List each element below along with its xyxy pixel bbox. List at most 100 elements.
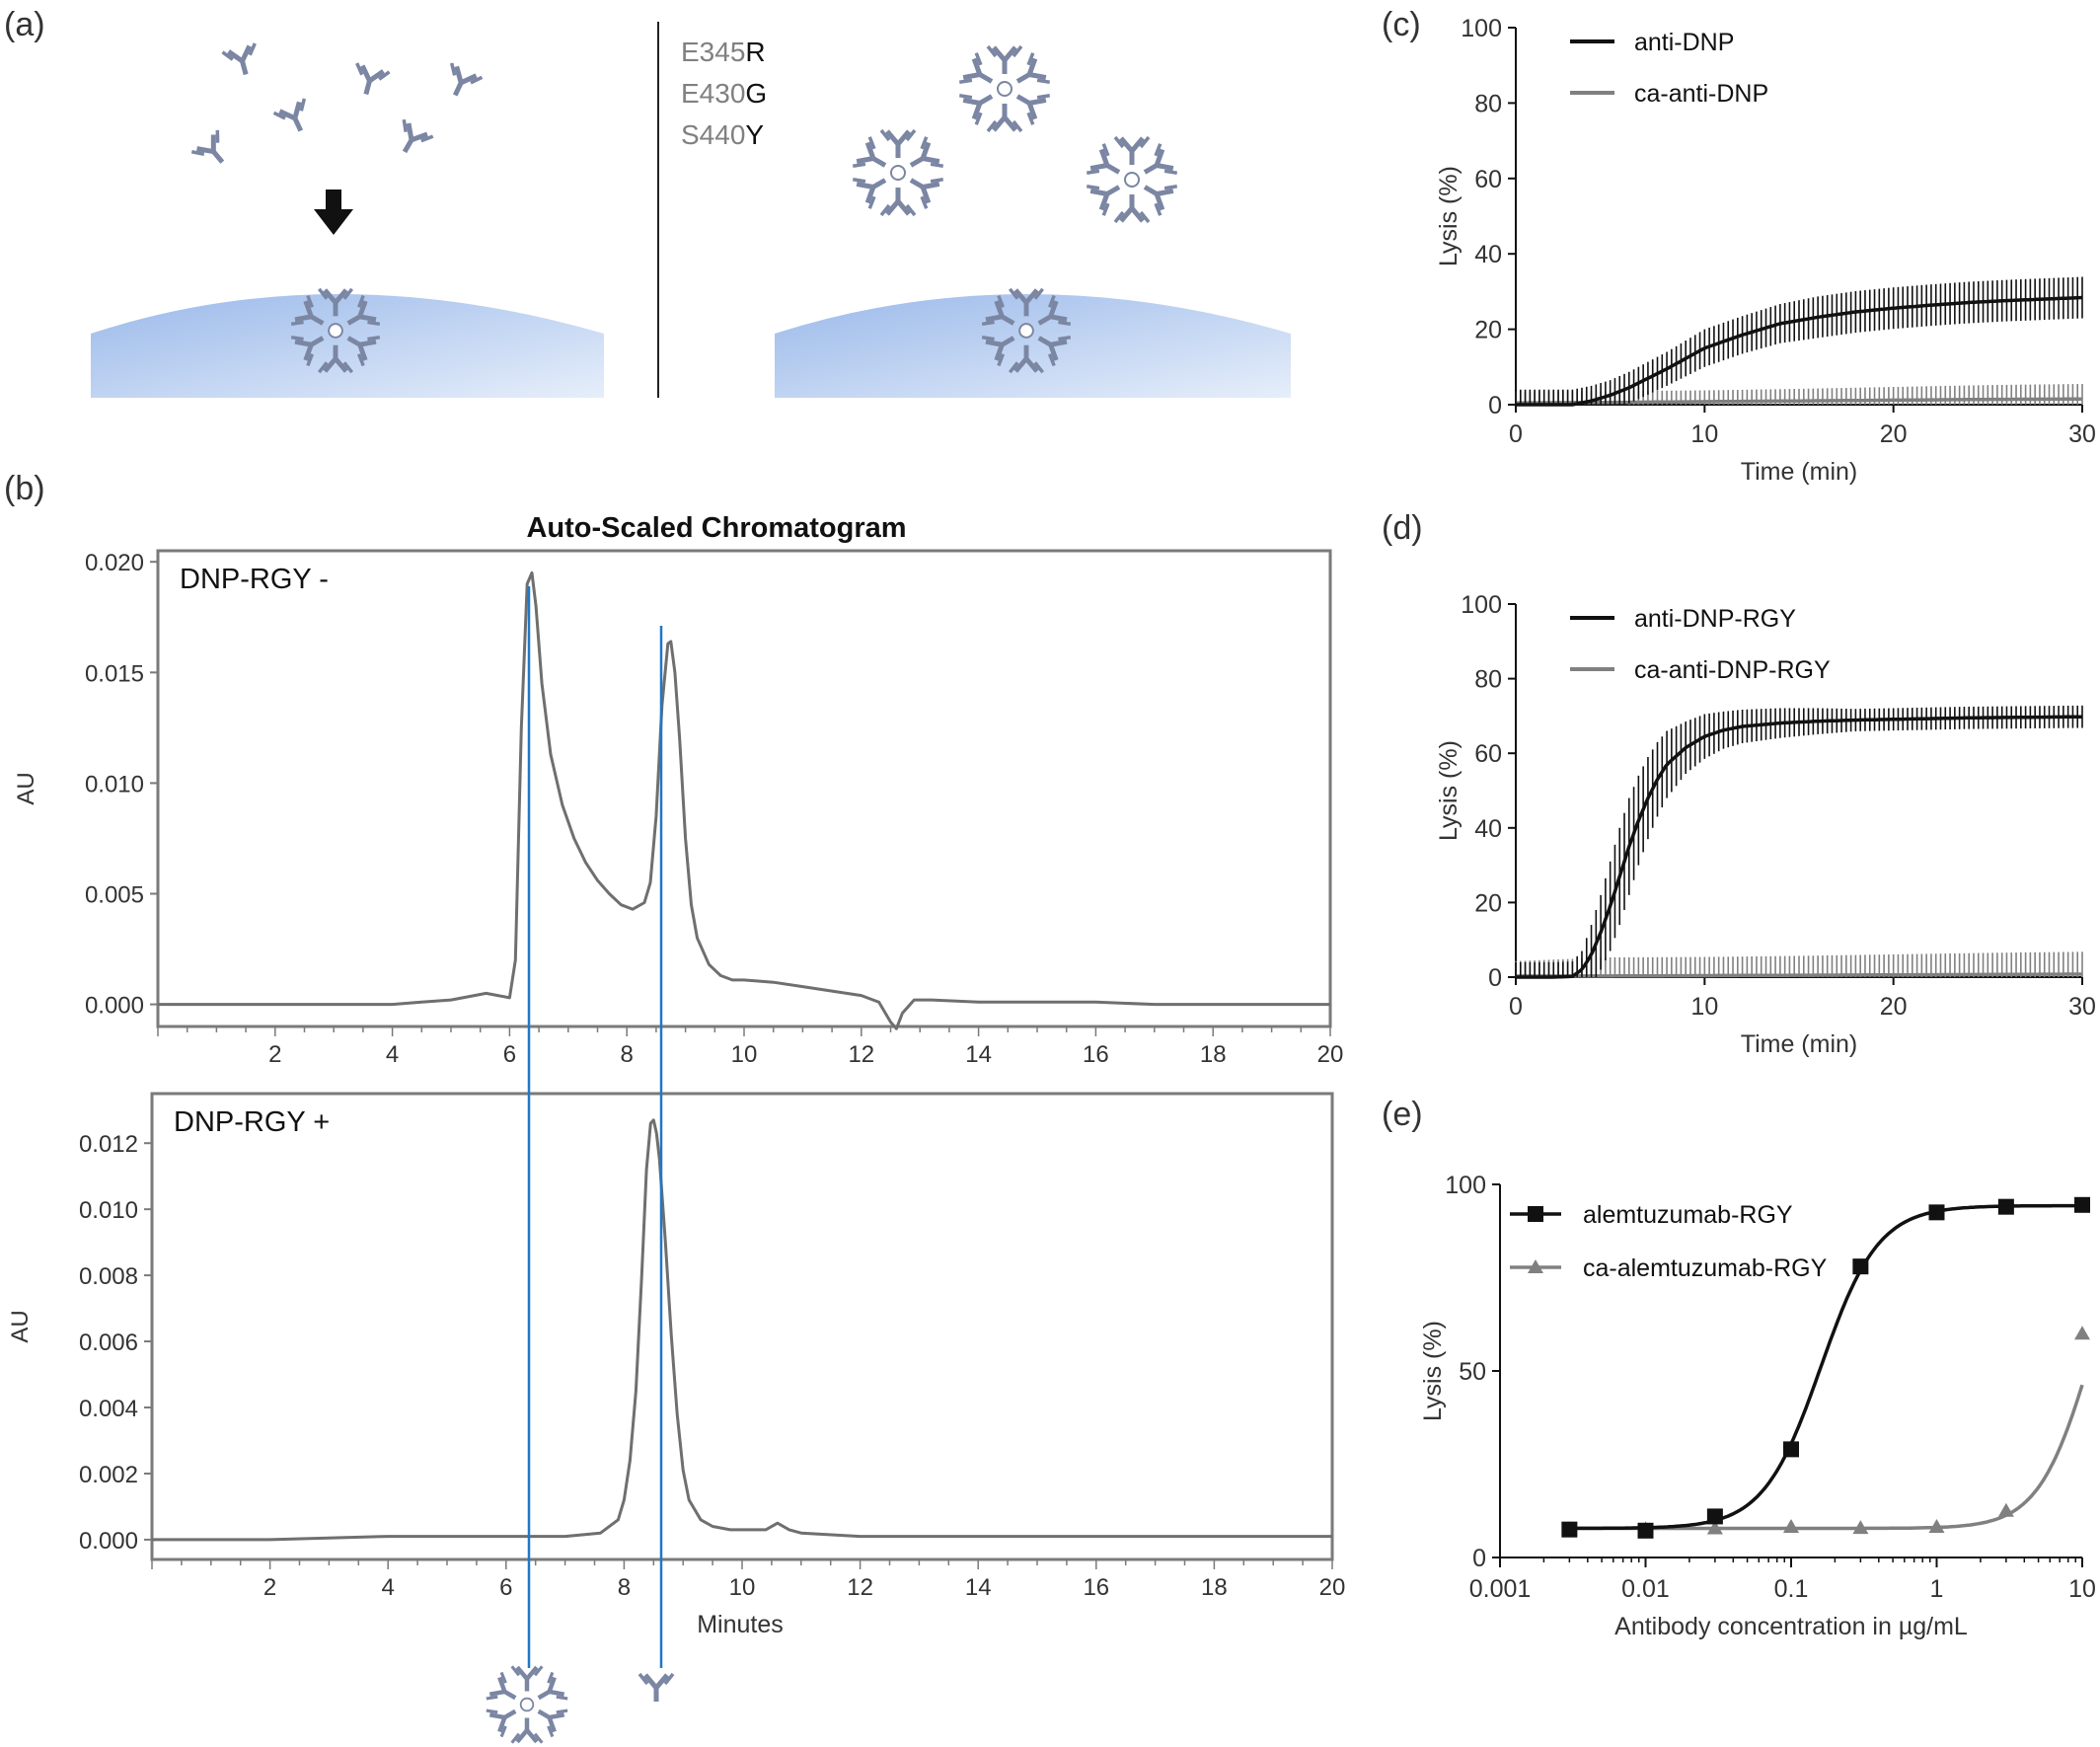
mutation-s440y: S440Y (681, 119, 764, 150)
x-tick-label: 2 (268, 1041, 281, 1068)
antibody-icon (390, 119, 432, 160)
series-line (1516, 972, 2082, 978)
mutation-e430g: E430G (681, 78, 767, 109)
series-anti-DNP-RGY (1515, 705, 2083, 979)
x-axis-label: Time (min) (1741, 1030, 1858, 1058)
legend-label: ca-anti-DNP-RGY (1634, 656, 1831, 684)
fit-curve (1570, 1203, 2082, 1531)
y-tick-label: 100 (1461, 15, 1502, 42)
data-point (1637, 1522, 1654, 1539)
data-point (1852, 1520, 1869, 1535)
panel-c-label: (c) (1382, 6, 1421, 43)
y-axis-label: Lysis (%) (1419, 1321, 1447, 1421)
x-tick-label: 6 (499, 1574, 512, 1601)
series-alemtuzumab-RGY (1561, 1196, 2090, 1539)
data-point (1783, 1519, 1799, 1534)
data-point (1852, 1258, 1869, 1275)
data-point (1928, 1519, 1945, 1534)
x-tick-label: 16 (1083, 1041, 1109, 1068)
x-tick-label: 0 (1509, 993, 1523, 1021)
x-tick-label: 18 (1201, 1574, 1228, 1601)
antibody-icon (191, 130, 235, 173)
antibody-icon (639, 1674, 673, 1702)
x-tick-label: 2 (263, 1574, 276, 1601)
x-tick-label: 14 (965, 1574, 992, 1601)
panel-a: (a) E345R E430G S440Y (4, 6, 1291, 398)
trace-label: DNP-RGY - (180, 564, 329, 595)
x-tick-label: 0.01 (1621, 1575, 1670, 1603)
data-point (1997, 1198, 2014, 1215)
x-tick-label: 0 (1509, 420, 1523, 448)
hexamer-icon (853, 130, 942, 215)
y-axis-label: AU (7, 1310, 34, 1342)
y-tick-label: 0.002 (79, 1462, 138, 1488)
data-point (1928, 1204, 1945, 1221)
x-tick-label: 30 (2068, 993, 2096, 1021)
x-tick-label: 6 (503, 1041, 516, 1068)
y-tick-label: 0.000 (79, 1528, 138, 1555)
y-tick-label: 60 (1474, 740, 1502, 768)
panel-e-label: (e) (1382, 1096, 1423, 1133)
y-tick-label: 0.005 (85, 881, 144, 908)
plot-frame (150, 1092, 1334, 1561)
plot-frame (156, 549, 1332, 1028)
x-tick-label: 14 (965, 1041, 992, 1068)
y-tick-label: 20 (1474, 889, 1502, 917)
antibody-icon (349, 63, 389, 99)
x-tick-label: 20 (1880, 420, 1908, 448)
x-tick-label: 30 (2068, 420, 2096, 448)
data-point (2074, 1326, 2090, 1340)
panel-b-label: (b) (4, 470, 45, 507)
x-tick-label: 20 (1319, 1574, 1346, 1601)
y-tick-label: 0.010 (79, 1197, 138, 1224)
data-point (1997, 1502, 2014, 1517)
legend-label: ca-alemtuzumab-RGY (1583, 1254, 1828, 1282)
y-tick-label: 0 (1472, 1545, 1486, 1572)
trace-label: DNP-RGY + (174, 1106, 330, 1138)
y-tick-label: 0.015 (85, 660, 144, 687)
legend-marker (1528, 1259, 1543, 1273)
series-line (1516, 715, 2082, 979)
data-point (1783, 1441, 1799, 1458)
chromatogram-x-axis-label: Minutes (697, 1611, 784, 1638)
y-tick-label: 0 (1488, 964, 1502, 992)
data-point (1706, 1508, 1723, 1525)
down-arrow-icon (314, 190, 353, 235)
y-tick-label: 40 (1474, 241, 1502, 268)
cell-surface-right (775, 294, 1291, 398)
x-tick-label: 4 (386, 1041, 399, 1068)
x-axis-label: Time (min) (1741, 458, 1858, 486)
legend-marker (1528, 1206, 1543, 1222)
chromatogram-trace (158, 570, 1330, 1030)
y-tick-label: 0.012 (79, 1131, 138, 1158)
panel-a-label: (a) (4, 6, 45, 43)
legend-label: alemtuzumab-RGY (1583, 1201, 1793, 1229)
panel-d-label: (d) (1382, 509, 1423, 547)
x-tick-label: 20 (1880, 993, 1908, 1021)
series-line (1516, 295, 2083, 407)
x-tick-label: 8 (621, 1041, 634, 1068)
x-tick-label: 12 (848, 1041, 874, 1068)
y-axis-label: Lysis (%) (1435, 740, 1462, 841)
y-tick-label: 0.008 (79, 1263, 138, 1290)
chromatogram-trace (152, 1118, 1332, 1542)
data-point (2074, 1196, 2090, 1213)
x-tick-label: 10 (731, 1041, 758, 1068)
y-tick-label: 0.010 (85, 771, 144, 798)
cell-surface-left (91, 294, 604, 398)
antibody-icon (274, 99, 317, 138)
y-tick-label: 80 (1474, 90, 1502, 117)
x-tick-label: 20 (1317, 1041, 1344, 1068)
legend-label: ca-anti-DNP (1634, 80, 1768, 108)
mutation-list: E345R E430G S440Y (681, 37, 767, 150)
data-point (1706, 1520, 1723, 1535)
y-tick-label: 80 (1474, 666, 1502, 694)
y-tick-label: 0 (1488, 392, 1502, 419)
x-tick-label: 0.1 (1774, 1575, 1809, 1603)
